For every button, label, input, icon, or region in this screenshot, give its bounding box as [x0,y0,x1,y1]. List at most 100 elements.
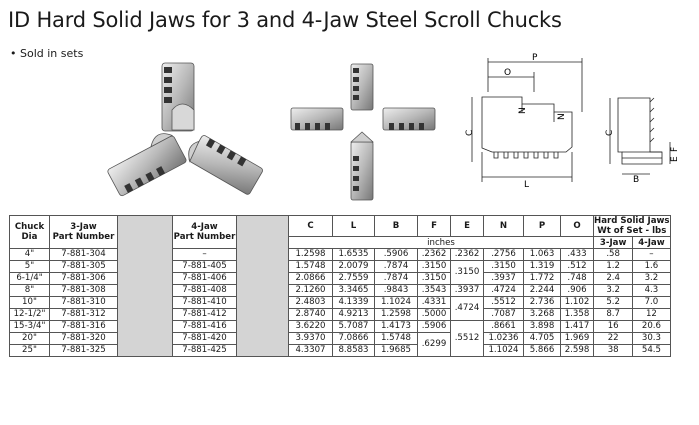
cell-p: 3.898 [523,320,561,333]
header-f: F [417,215,451,237]
cell-w4: 12 [632,308,671,321]
cell-p: 3.268 [523,308,561,321]
sold-in-sets-note: • Sold in sets [10,47,84,60]
cell-c: 1.5748 [288,260,333,273]
cell-l: 5.7087 [332,320,375,333]
cell-w3: 8.7 [592,308,634,321]
header-c: C [288,215,333,237]
table-row: 6-1/4" 7-881-306 7-881-406 2.0866 2.7559… [9,272,671,285]
cell-e: .3150 [450,260,484,285]
cell-dia: 6-1/4" [9,272,50,285]
cell-w4: 7.0 [632,296,671,309]
cell-n: .8661 [483,320,524,333]
cell-n: 1.0236 [483,332,524,345]
cell-w3: 2.4 [592,272,634,285]
cell-n: 1.1024 [483,344,524,357]
jaw-side-profile-drawing: P O N N C L [465,53,583,190]
cell-f: .3150 [417,272,451,285]
jaw-end-view-drawing: C F E B [605,97,680,182]
cell-3jaw-part: 7-881-316 [49,320,118,333]
table-row: 4" 7-881-304 – 1.2598 1.6535 .5906 .2362… [9,248,671,261]
cell-dia: 4" [9,248,50,261]
cell-c: 2.8740 [288,308,333,321]
cell-o: .433 [560,248,594,261]
cell-e: .5512 [450,320,484,357]
cell-w4: 20.6 [632,320,671,333]
table-row: 25" 7-881-325 7-881-425 4.3307 8.8583 1.… [9,344,671,357]
cell-n: .3150 [483,260,524,273]
cell-b: .5906 [374,248,418,261]
cell-w3: 3.2 [592,284,634,297]
cell-dia: 15-3/4" [9,320,50,333]
cell-w3: 1.2 [592,260,634,273]
table-row: 10" 7-881-310 7-881-410 2.4803 4.1339 1.… [9,296,671,321]
cell-3jaw-part: 7-881-312 [49,308,118,321]
table-row: 5" 7-881-305 7-881-405 1.5748 2.0079 .78… [9,260,671,285]
cell-c: 2.4803 [288,296,333,309]
cell-o: .748 [560,272,594,285]
cell-c: 2.0866 [288,272,333,285]
cell-p: 1.319 [523,260,561,273]
cell-b: 1.2598 [374,308,418,321]
cell-4jaw-part: 7-881-410 [172,296,237,309]
cell-f: .3150 [417,260,451,273]
cell-c: 4.3307 [288,344,333,357]
cell-e: .2362 [450,248,484,261]
cell-o: .906 [560,284,594,297]
cell-p: 1.772 [523,272,561,285]
cell-b: .7874 [374,272,418,285]
cell-4jaw-part: 7-881-408 [172,284,237,297]
cell-3jaw-part: 7-881-304 [49,248,118,261]
cell-l: 4.1339 [332,296,375,309]
cell-l: 1.6535 [332,248,375,261]
cell-l: 3.3465 [332,284,375,297]
table-row: 8" 7-881-308 7-881-408 2.1260 3.3465 .98… [9,284,671,297]
cell-4jaw-part: 7-881-412 [172,308,237,321]
cell-o: 1.417 [560,320,594,333]
cell-w4: 3.2 [632,272,671,285]
header-b: B [374,215,418,237]
cell-f: .3543 [417,284,451,297]
cell-b: 1.4173 [374,320,418,333]
dim-label-l: L [524,180,529,190]
cell-p: 2.736 [523,296,561,309]
dim-label-c-end: C [605,130,615,136]
cell-n: .7087 [483,308,524,321]
table-row: 20" 7-881-320 7-881-420 3.9370 7.0866 1.… [9,332,671,357]
dim-label-c: C [465,130,475,136]
cell-c: 1.2598 [288,248,333,261]
header-weight-3jaw: 3-Jaw [592,236,634,249]
cell-n: .2756 [483,248,524,261]
cell-e: .3937 [450,284,484,297]
cell-dia: 25" [9,344,50,357]
cell-4jaw-part: 7-881-405 [172,260,237,273]
cell-w3: 5.2 [592,296,634,309]
cell-c: 3.6220 [288,320,333,333]
cell-w3: 22 [592,332,634,345]
header-weight-4jaw: 4-Jaw [632,236,671,249]
cell-n: .5512 [483,296,524,309]
cell-b: 1.5748 [374,332,418,345]
cell-3jaw-part: 7-881-306 [49,272,118,285]
dim-label-n2: N [557,113,567,120]
header-units: inches [288,236,594,249]
three-jaw-set-photo [107,62,263,197]
page-title: ID Hard Solid Jaws for 3 and 4-Jaw Steel… [8,8,562,32]
cell-o: 1.358 [560,308,594,321]
cell-b: .7874 [374,260,418,273]
cell-w4: – [632,248,671,261]
header-l: L [332,215,375,237]
cell-p: 1.063 [523,248,561,261]
cell-f: .4331 [417,296,451,309]
cell-o: 1.969 [560,332,594,345]
header-n: N [483,215,524,237]
cell-e: .4724 [450,296,484,321]
cell-3jaw-part: 7-881-320 [49,332,118,345]
header-p: P [523,215,561,237]
cell-4jaw-part: – [172,248,237,261]
dim-label-n1: N [518,107,528,114]
